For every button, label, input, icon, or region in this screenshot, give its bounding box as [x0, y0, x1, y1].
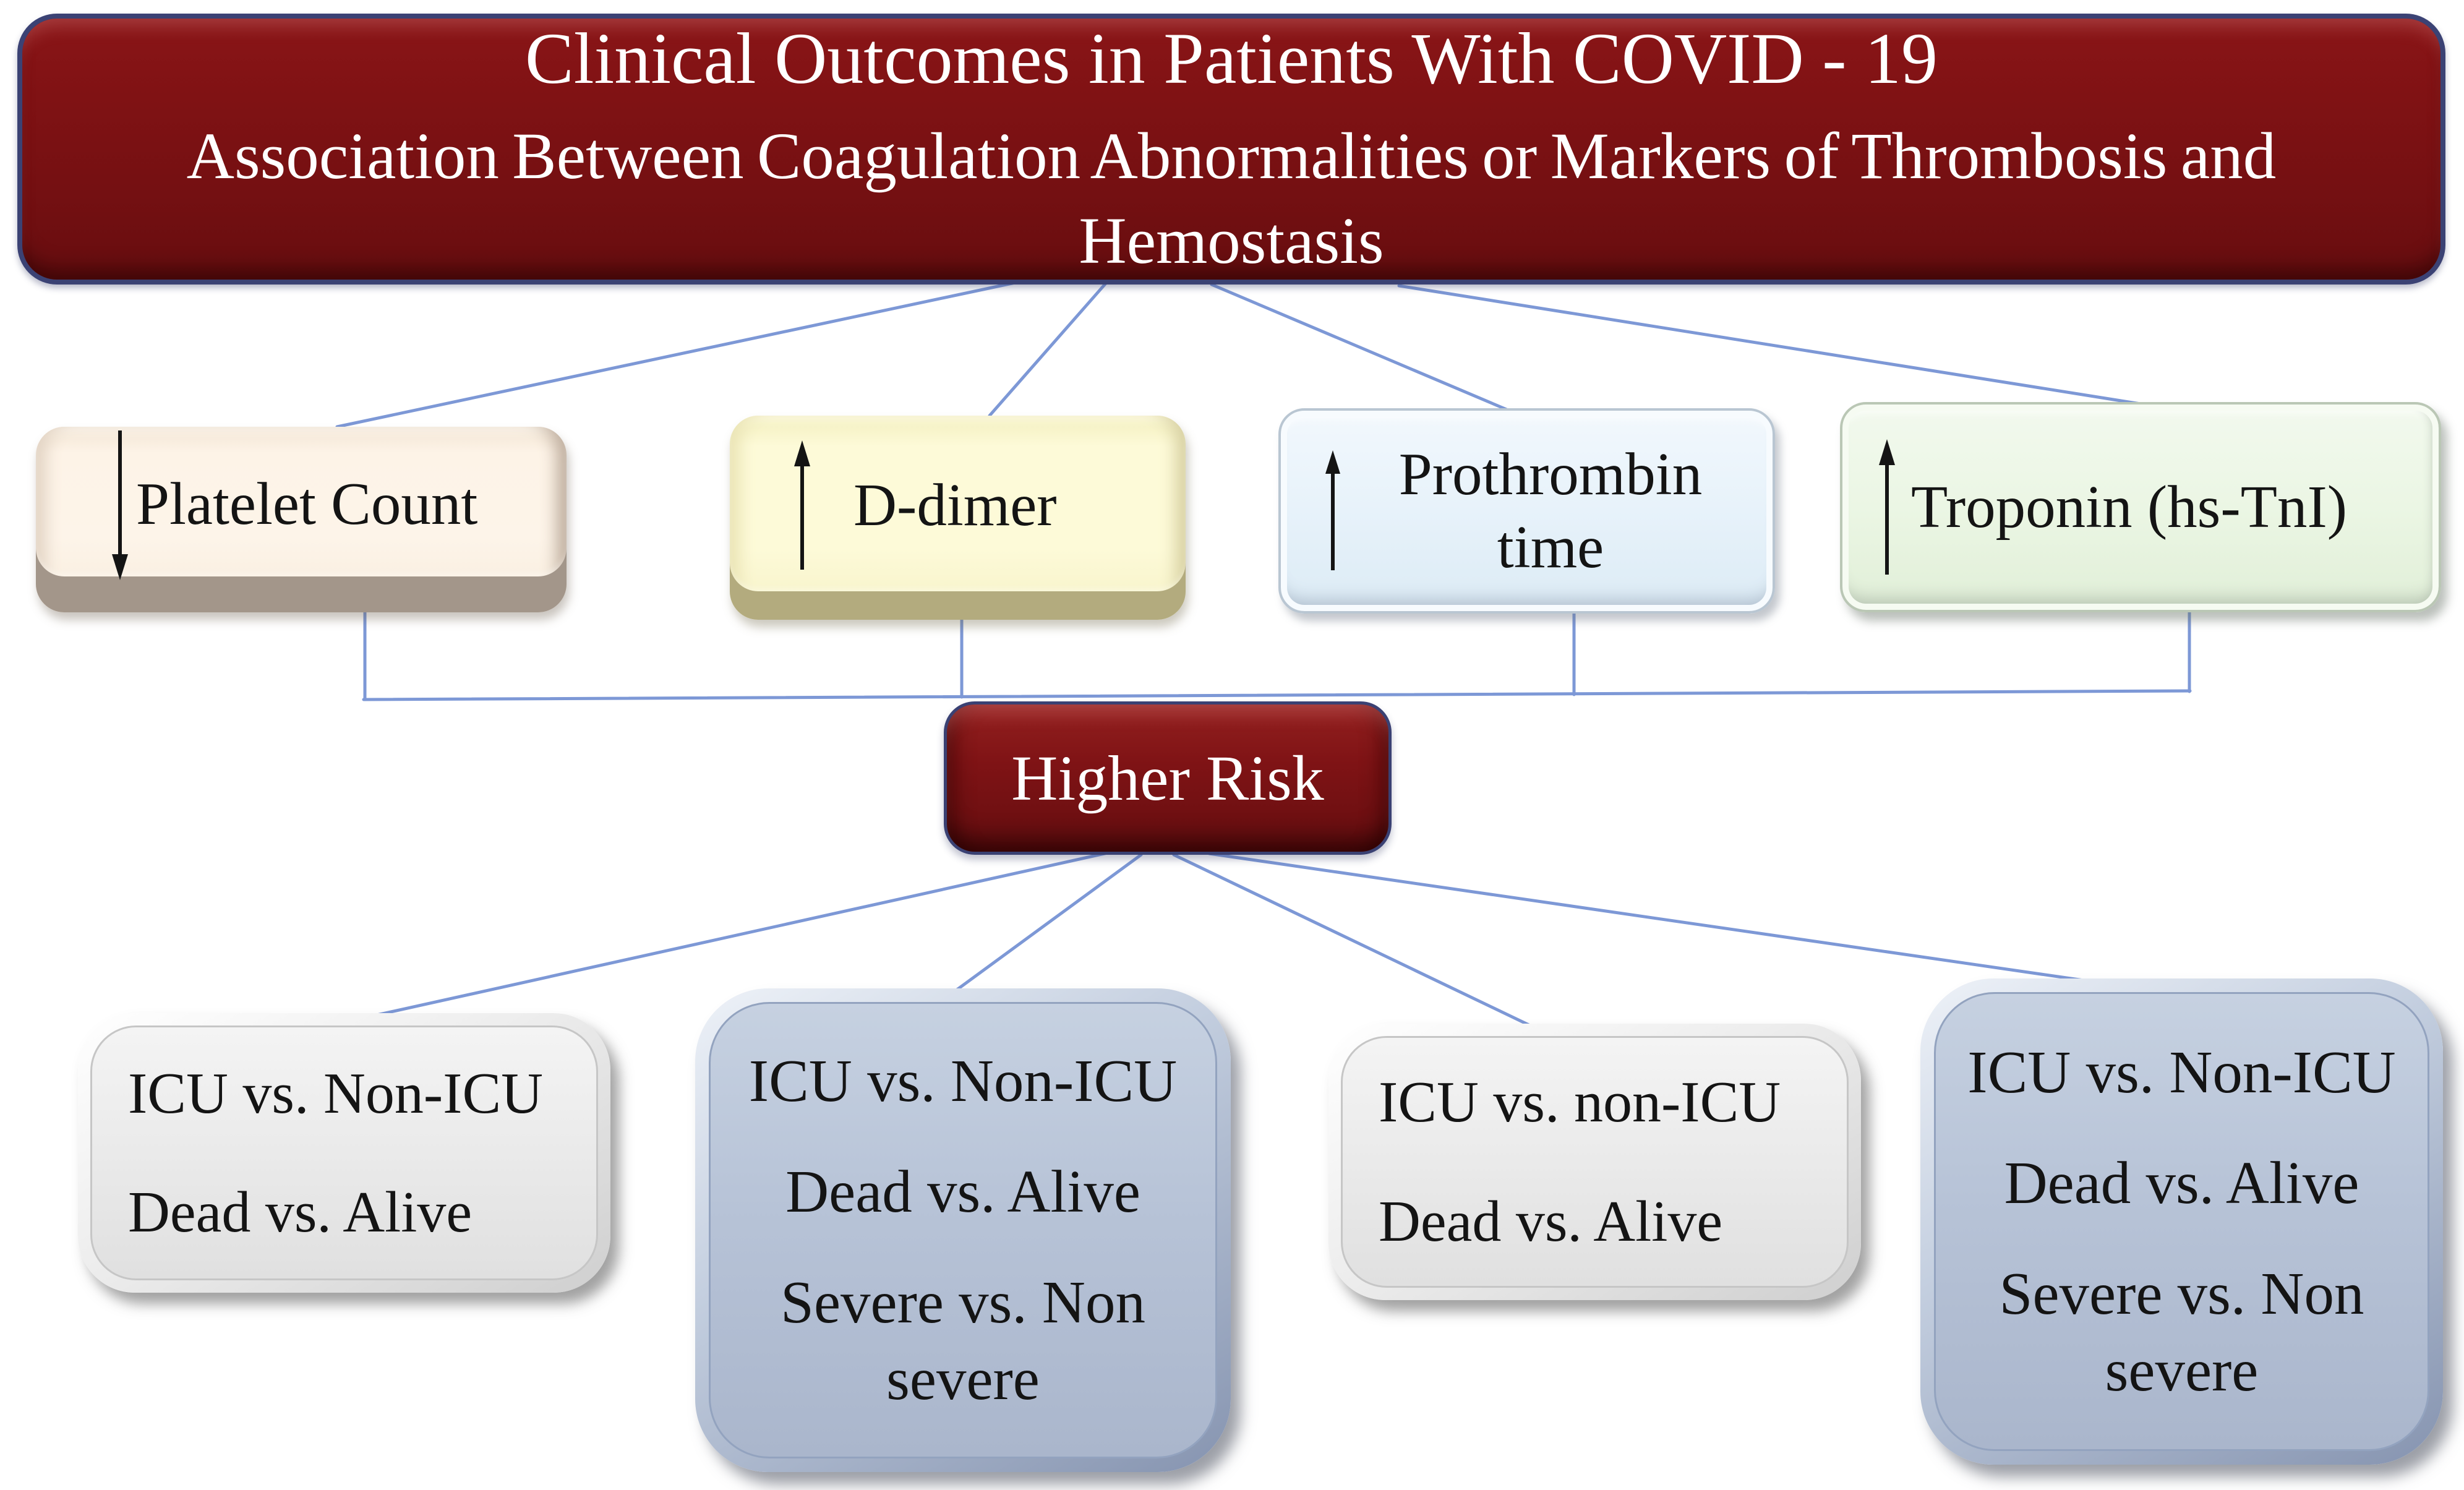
node-outcome-ddimer: ICU vs. Non-ICU Dead vs. Alive Severe vs…	[695, 988, 1231, 1472]
up-arrow-icon	[1325, 450, 1340, 570]
outcome-line: Dead vs. Alive	[2004, 1149, 2359, 1216]
line-header-prothrombin	[1210, 283, 1529, 420]
outcome-line: Dead vs. Alive	[785, 1158, 1140, 1225]
node-troponin: Troponin (hs-TnI)	[1840, 402, 2441, 612]
line-risk-outcome-2	[954, 853, 1143, 992]
page-subtitle: Association Between Coagulation Abnormal…	[186, 120, 2277, 278]
outcome-line: Severe vs. Non severe	[781, 1269, 1145, 1413]
outcome-content: ICU vs. non-ICU Dead vs. Alive	[1341, 1036, 1849, 1288]
up-arrow-icon	[1879, 439, 1895, 575]
node-outcome-prothrombin: ICU vs. non-ICU Dead vs. Alive	[1328, 1024, 1861, 1300]
outcome-line: ICU vs. Non-ICU	[128, 1061, 544, 1126]
down-arrow-icon	[112, 430, 128, 580]
line-risk-outcome-4	[1207, 852, 2090, 983]
node-label: D-dimer	[853, 471, 1057, 538]
outcome-line: ICU vs. Non-ICU	[748, 1047, 1178, 1114]
line-bus-horizontal	[362, 689, 2192, 701]
node-label: Prothrombin time	[1398, 440, 1703, 580]
node-label: Higher Risk	[1011, 742, 1324, 814]
header-node: Clinical Outcomes in Patients With COVID…	[17, 14, 2445, 285]
line-header-platelet	[335, 280, 1020, 429]
node-outcome-troponin: ICU vs. Non-ICU Dead vs. Alive Severe vs…	[1920, 978, 2443, 1465]
node-d-dimer: D-dimer	[730, 416, 1186, 620]
line-risk-outcome-3	[1172, 853, 1532, 1027]
node-platelet-count: Platelet Count	[36, 427, 567, 612]
outcome-content: ICU vs. Non-ICU Dead vs. Alive Severe vs…	[709, 1002, 1217, 1458]
line-risk-outcome-1	[372, 850, 1112, 1017]
line-header-troponin	[1397, 284, 2154, 408]
page-title: Clinical Outcomes in Patients With COVID…	[524, 18, 1938, 100]
node-label: Platelet Count	[136, 470, 478, 537]
outcome-content: ICU vs. Non-ICU Dead vs. Alive Severe vs…	[1934, 992, 2429, 1451]
up-arrow-icon	[794, 440, 810, 570]
outcome-line: Dead vs. Alive	[128, 1180, 473, 1244]
line-header-ddimer	[988, 281, 1108, 417]
node-prothrombin-time: Prothrombin time	[1278, 408, 1775, 614]
node-higher-risk: Higher Risk	[944, 701, 1392, 855]
node-outcome-platelet: ICU vs. Non-ICU Dead vs. Alive	[78, 1013, 610, 1293]
outcome-content: ICU vs. Non-ICU Dead vs. Alive	[90, 1025, 598, 1280]
outcome-line: ICU vs. non-ICU	[1379, 1070, 1781, 1135]
outcome-line: Dead vs. Alive	[1379, 1189, 1723, 1254]
outcome-line: ICU vs. Non-ICU	[1967, 1038, 2396, 1105]
node-label: Troponin (hs-TnI)	[1911, 473, 2348, 540]
outcome-line: Severe vs. Non severe	[1999, 1261, 2364, 1404]
